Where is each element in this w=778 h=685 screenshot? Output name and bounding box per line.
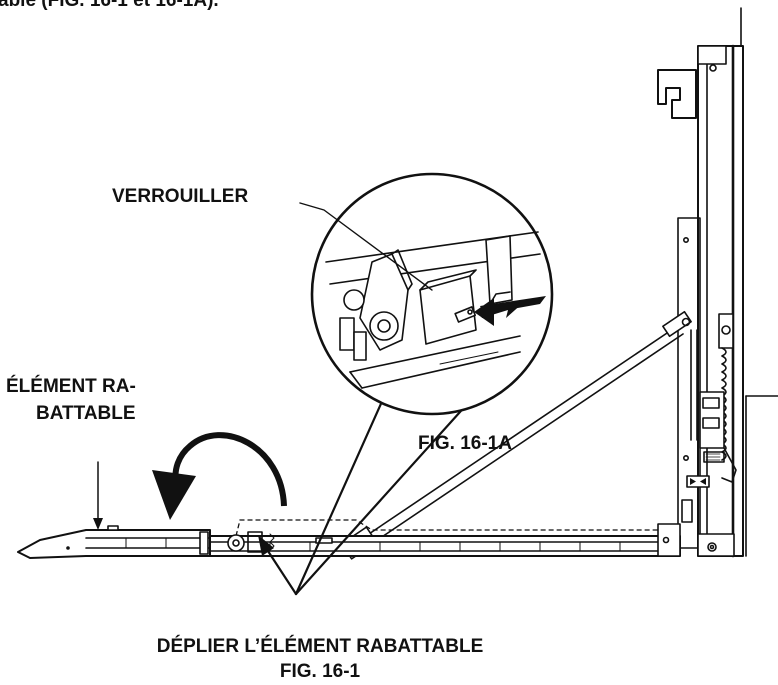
header-text: able (FIG. 16-1 et 16-1A). [0,0,219,11]
label-verrouiller: VERROUILLER [112,186,248,207]
lift-tower [657,7,778,558]
label-folding-element-line2: BATTABLE [36,403,136,424]
caption-line1: DÉPLIER L’ÉLÉMENT RABATTABLE [157,635,484,657]
rotation-arrow [152,432,287,520]
pointer-arrows [93,202,433,596]
platform [209,499,693,557]
label-fig-16-1a: FIG. 16-1A [418,433,512,454]
folding-element [17,525,211,559]
label-folding-element-line1: ÉLÉMENT RA- [6,375,136,397]
detail-magnifier [294,172,554,596]
caption-line2: FIG. 16-1 [280,661,361,682]
